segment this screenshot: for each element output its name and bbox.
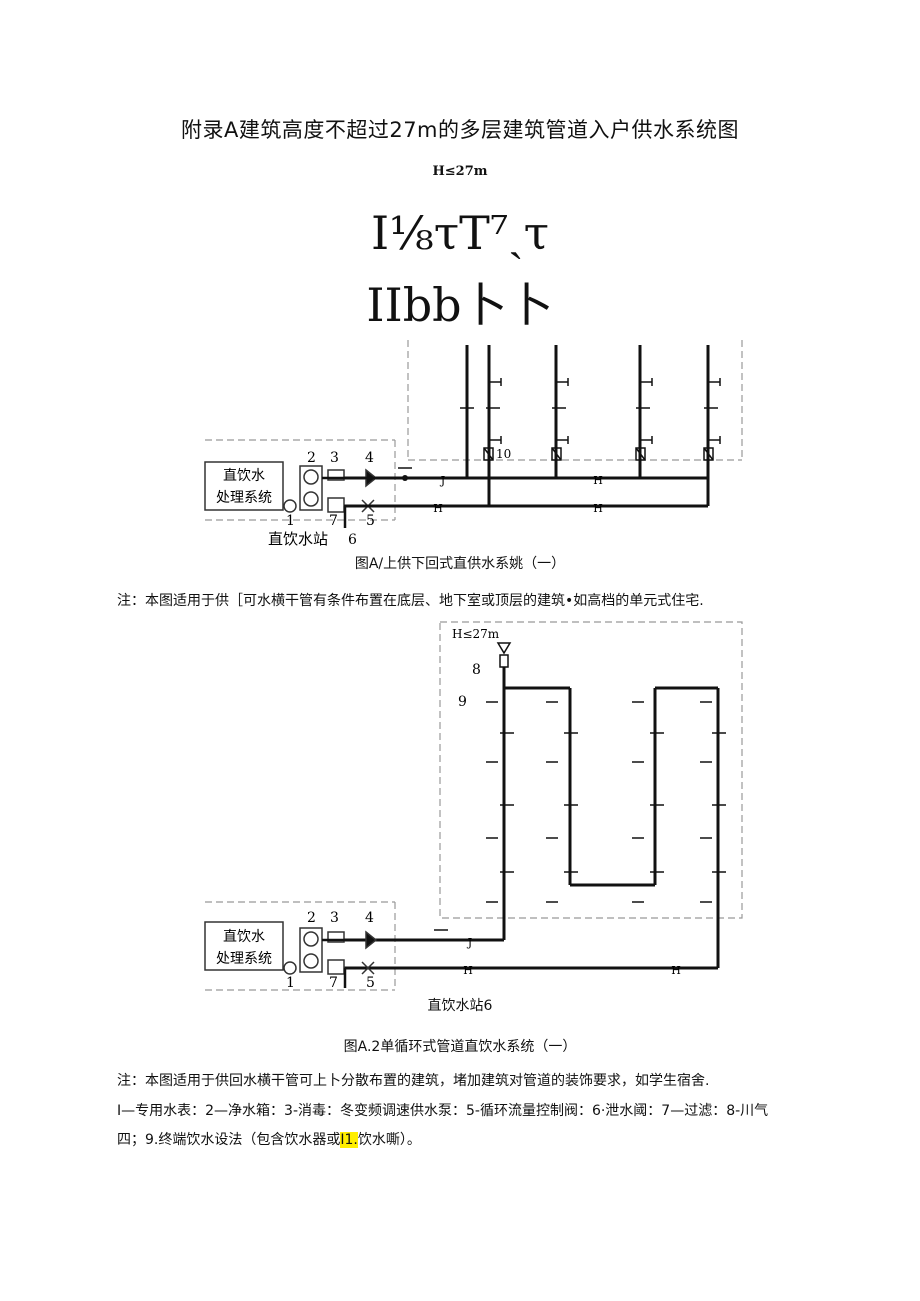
num-7: 7 (329, 513, 338, 529)
page-title: 附录A建筑高度不超过27m的多层建筑管道入户供水系统图 (180, 118, 740, 142)
figure2-caption: 图A.2单循环式管道直饮水系统（一） (343, 1039, 577, 1055)
station-box-line1: 直饮水 (223, 467, 265, 484)
figure1-diagram: J H H H 直饮水 处理系统 2 3 4 1 7 5 6 10 直饮水站 (204, 340, 743, 548)
garbled-ocr-line-1: I⅛τT⁷ˏτ (370, 206, 550, 260)
legend-line-2: 四；9.终端饮水设法（包含饮水器或I1.饮水嘶）。 (117, 1129, 837, 1149)
num-4: 4 (365, 450, 374, 466)
num-7: 7 (329, 975, 338, 991)
num-3: 3 (330, 910, 339, 926)
num-2: 2 (307, 910, 316, 926)
num-1: 1 (286, 513, 295, 529)
pipe-mark-h: H (593, 502, 603, 515)
figure1-caption: 图A/上供下回式直供水系姚（一） (354, 556, 566, 572)
num-10: 10 (496, 447, 511, 461)
num-2: 2 (307, 450, 316, 466)
height-box: H≤27m (452, 627, 500, 641)
station-box-line1: 直饮水 (223, 928, 265, 945)
num-5: 5 (366, 513, 375, 529)
garbled-ocr-line-2: IIbb卜卜 (366, 278, 554, 332)
legend-line-2-part-b: 饮水嘶）。 (357, 1132, 421, 1148)
station-label: 直饮水站 (268, 530, 328, 548)
legend-highlight: I1. (340, 1132, 358, 1148)
num-8: 8 (472, 662, 481, 678)
figure1-note: 注：本图适用于供［可水横干管有条件布置在底层、地下室或顶层的建筑•如高档的单元式… (117, 593, 704, 609)
num-9: 9 (458, 694, 467, 710)
height-note: H≤27m (432, 164, 488, 179)
figure2-note: 注：本图适用于供回水横干管可上卜分散布置的建筑，堵加建筑对管道的装饰要求，如学生… (117, 1073, 710, 1089)
num-5: 5 (366, 975, 375, 991)
num-6: 6 (348, 532, 357, 548)
pipe-mark-h: H (433, 502, 443, 515)
pipe-mark-h: H (463, 964, 473, 977)
num-3: 3 (330, 450, 339, 466)
figure2-diagram: H≤27m 9 8 J H H 直 (204, 621, 743, 991)
num-1: 1 (286, 975, 295, 991)
pipe-mark-j: J (440, 474, 445, 487)
pipe-mark-j: J (467, 936, 472, 949)
station-box-line2: 处理系统 (216, 490, 272, 506)
legend-line-1: I—专用水表：2—净水箱：3-消毒：冬变频调速供水泵：5-循环流量控制阀：6·泄… (117, 1103, 769, 1119)
num-4: 4 (365, 910, 374, 926)
pipe-mark-h: H (671, 964, 681, 977)
legend-line-2-part-a: 四；9.终端饮水设法（包含饮水器或 (117, 1132, 341, 1148)
figure2-station-label: 直饮水站6 (427, 998, 493, 1014)
station-box-line2: 处理系统 (216, 951, 272, 967)
pipe-mark-h: H (593, 474, 603, 487)
